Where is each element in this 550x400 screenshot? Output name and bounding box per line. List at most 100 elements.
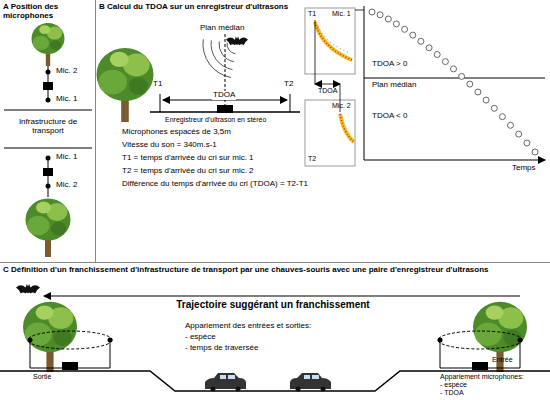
car [205,373,246,389]
mic-label: Mic. 1 [56,95,77,104]
panel-a-figure [4,23,92,257]
graph-label: Plan médian [372,81,416,90]
car [228,375,235,379]
panel-a-figure [32,23,65,66]
panel-dividers [0,262,550,263]
tdoa-graph [402,26,408,32]
panel-dividers [0,0,550,263]
tdoa-graph [369,9,375,15]
graph-label: TDOA > 0 [372,60,407,69]
spectrogram [315,22,352,60]
panel-b-figure [203,39,231,77]
tdoa-graph [355,6,545,160]
panel-c-figure [518,338,523,343]
panel-c-figure [23,302,77,372]
tdoa-graph [475,89,481,95]
car [290,373,331,389]
panel-title: B Calcul du TDOA sur un enregistreur d'u… [96,0,304,11]
car [290,373,331,392]
exit-label: Sortie [33,373,51,381]
note-text: Appariement des entrées et sorties: [185,322,311,331]
panel-b-figure [217,105,233,113]
tdoa-graph [532,149,538,155]
mic-label: Mic. 1 [332,10,351,18]
mic-label: Mic. 1 [56,153,77,162]
spectrogram [315,84,340,85]
panel-c-figure [28,338,33,343]
panel-dividers [95,0,96,262]
tdoa-graph [355,10,364,11]
spectrogram [315,22,352,60]
car [321,387,326,392]
panel-a-figure [46,98,51,103]
panel-b-figure [219,42,234,62]
time-label: T1 [308,10,316,18]
spectrogram [305,8,355,166]
infrastructure-label: Infrastructure de transport [8,118,88,136]
note-text: - espèce [440,381,467,389]
panel-b-figure [226,37,248,46]
panel-b-figure [290,94,291,112]
median-label: Plan médian [200,24,244,33]
car [236,387,241,392]
tdoa-graph [393,21,399,27]
tdoa-graph [508,122,514,128]
tdoa-graph [369,9,538,155]
tdoa-graph [467,81,473,87]
note-text: Différence du temps d'arrivée du cri (TD… [122,180,308,189]
tdoa-graph [364,160,545,161]
spectrogram [315,20,316,84]
time-label: T1 [153,80,162,89]
recorder-label: Enregistreur d'ultrason en stéréo [165,116,266,124]
tdoa-graph [499,114,505,120]
panel-b-figure [203,39,235,77]
panel-c-figure [108,338,113,343]
entry-label: Entrée [492,356,513,364]
car [211,387,216,392]
car [205,373,246,392]
spectrogram [305,8,355,74]
car [312,375,319,379]
tdoa-graph [364,6,365,160]
panel-a-figure [4,147,92,148]
panel-b-figure [211,40,232,69]
car [296,387,301,392]
panel-b-figure [97,34,301,122]
tdoa-graph [410,32,416,38]
panel-a-figure [46,156,51,161]
graph-label: TDOA < 0 [372,112,407,121]
panel-c-figure [16,284,40,294]
car [220,375,226,379]
tdoa-graph [434,52,440,58]
panel-b-figure [227,43,235,54]
mic-label: Mic. 2 [56,67,77,76]
note-text: T1 = temps d'arrivée du cri sur mic. 1 [122,154,254,163]
tdoa-graph [364,78,545,79]
note-text: - TDOA [440,389,464,397]
time-label: T2 [284,80,293,89]
tdoa-label: TDOA [212,91,236,100]
spectrogram [318,26,348,52]
car [304,375,310,379]
spectrogram [340,114,354,142]
mic-label: Mic. 2 [56,181,77,190]
spectrogram [305,100,355,166]
panel-b-figure [160,94,161,112]
tdoa-graph [491,105,497,111]
panel-a-figure [46,70,51,75]
tdoa-graph [483,97,489,103]
panel-c-figure [30,340,520,368]
tdoa-graph [385,16,391,22]
note-text: Appariement microphones: [440,373,524,381]
panel-b-figure [97,48,154,122]
tdoa-graph [516,131,522,137]
mic-label: Mic. 2 [332,102,351,110]
panel-a-figure [43,168,53,176]
tdoa-graph [418,38,424,44]
tdoa-graph [459,73,465,79]
tdoa-label: TDOA [318,87,337,95]
panel-c-figure [438,331,522,349]
trajectory-label: Trajectoire suggérant un franchissement [0,299,548,310]
